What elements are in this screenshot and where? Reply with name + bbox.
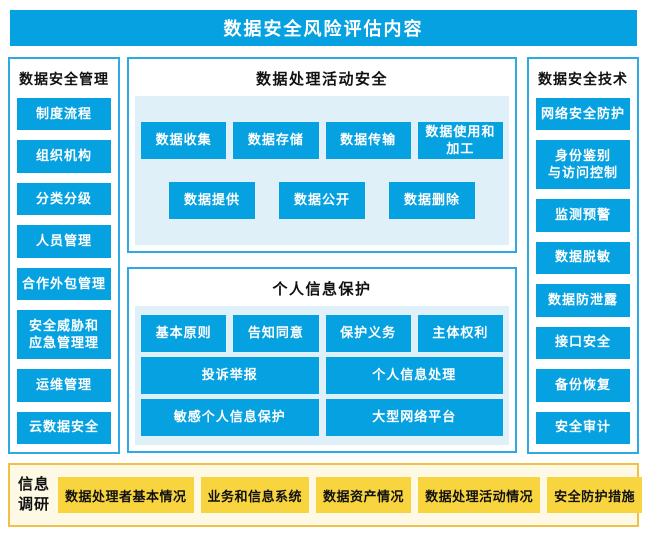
survey-item: 数据资产情况 — [316, 477, 412, 513]
personal-info-row-2: 投诉举报 个人信息处理 — [141, 357, 503, 394]
survey-item: 安全防护措施 — [547, 477, 643, 513]
survey-panel: 信息 调研 数据处理者基本情况 业务和信息系统 数据资产情况 数据处理活动情况 … — [8, 463, 643, 527]
management-panel: 数据安全管理 制度流程 组织机构 分类分级 人员管理 合作外包管理 安全威胁和 … — [8, 57, 120, 454]
activity-item: 数据删除 — [389, 181, 475, 219]
management-item: 组织机构 — [17, 140, 111, 173]
activity-item: 数据收集 — [141, 122, 227, 160]
privacy-item: 投诉举报 — [141, 357, 319, 394]
technology-item: 身份鉴别 与访问控制 — [536, 140, 630, 190]
technology-item: 监测预警 — [536, 199, 630, 232]
privacy-item: 个人信息处理 — [325, 357, 503, 394]
privacy-item: 基本原则 — [141, 315, 227, 352]
processing-activity-panel: 数据处理活动安全 数据收集 数据存储 数据传输 数据使用和加工 数据提供 数据公… — [127, 57, 517, 253]
management-item: 人员管理 — [17, 225, 111, 258]
survey-item: 业务和信息系统 — [200, 477, 310, 513]
technology-item: 备份恢复 — [536, 369, 630, 402]
survey-item: 数据处理活动情况 — [418, 477, 541, 513]
management-item: 制度流程 — [17, 98, 111, 131]
diagram-title-banner: 数据安全风险评估内容 — [10, 10, 637, 46]
technology-panel-title: 数据安全技术 — [538, 71, 628, 87]
privacy-item: 敏感个人信息保护 — [141, 399, 319, 436]
privacy-item: 大型网络平台 — [325, 399, 503, 436]
survey-item: 数据处理者基本情况 — [58, 477, 194, 513]
privacy-item: 主体权利 — [417, 315, 503, 352]
technology-item: 接口安全 — [536, 326, 630, 360]
personal-info-panel: 个人信息保护 基本原则 告知同意 保护义务 主体权利 投诉举报 个人信息处理 敏… — [127, 267, 517, 453]
survey-panel-label: 信息 调研 — [18, 475, 51, 513]
personal-info-inner: 基本原则 告知同意 保护义务 主体权利 投诉举报 个人信息处理 敏感个人信息保护… — [135, 306, 509, 445]
technology-item: 网络安全防护 — [536, 98, 630, 131]
technology-item: 数据防泄露 — [536, 284, 630, 317]
processing-activity-row-1: 数据收集 数据存储 数据传输 数据使用和加工 — [141, 122, 503, 160]
management-item: 云数据安全 — [17, 411, 111, 444]
management-item: 运维管理 — [17, 369, 111, 402]
management-item: 分类分级 — [17, 182, 111, 216]
activity-item: 数据传输 — [325, 122, 411, 160]
personal-info-panel-title: 个人信息保护 — [272, 281, 372, 298]
activity-item: 数据使用和加工 — [417, 122, 503, 160]
activity-item: 数据公开 — [279, 181, 365, 219]
technology-item: 数据脱敏 — [536, 241, 630, 275]
management-panel-title: 数据安全管理 — [19, 71, 109, 87]
privacy-item: 保护义务 — [325, 315, 411, 352]
management-item-stack: 制度流程 组织机构 分类分级 人员管理 合作外包管理 安全威胁和 应急管理理 运… — [17, 98, 111, 444]
technology-item-stack: 网络安全防护 身份鉴别 与访问控制 监测预警 数据脱敏 数据防泄露 接口安全 备… — [536, 98, 630, 444]
technology-item: 安全审计 — [536, 411, 630, 444]
management-item: 安全威胁和 应急管理理 — [17, 310, 111, 360]
technology-panel: 数据安全技术 网络安全防护 身份鉴别 与访问控制 监测预警 数据脱敏 数据防泄露… — [527, 57, 639, 454]
management-item: 合作外包管理 — [17, 267, 111, 301]
processing-activity-inner: 数据收集 数据存储 数据传输 数据使用和加工 数据提供 数据公开 数据删除 — [135, 96, 509, 245]
activity-item: 数据提供 — [169, 181, 255, 219]
personal-info-row-3: 敏感个人信息保护 大型网络平台 — [141, 399, 503, 436]
processing-activity-panel-title: 数据处理活动安全 — [255, 71, 388, 88]
personal-info-row-1: 基本原则 告知同意 保护义务 主体权利 — [141, 315, 503, 352]
processing-activity-row-2: 数据提供 数据公开 数据删除 — [141, 181, 503, 219]
activity-item: 数据存储 — [233, 122, 319, 160]
privacy-item: 告知同意 — [233, 315, 319, 352]
